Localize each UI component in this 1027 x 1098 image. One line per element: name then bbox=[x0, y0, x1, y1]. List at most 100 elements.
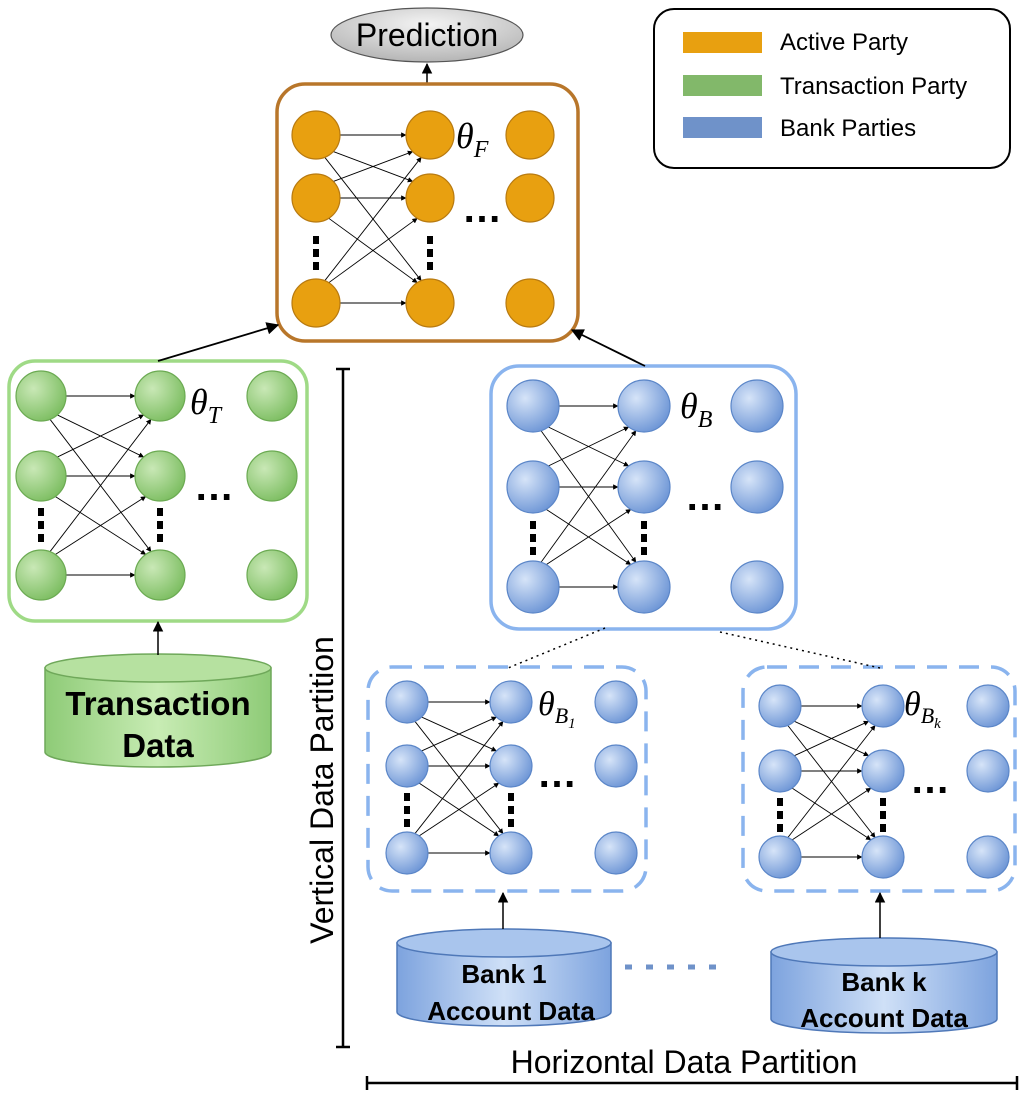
ellipsis-final: … bbox=[462, 187, 502, 231]
neuron-node bbox=[385, 831, 429, 875]
neuron-node bbox=[489, 744, 533, 788]
vertical-ellipsis-dot bbox=[427, 249, 433, 257]
ellipsis-transaction: … bbox=[194, 465, 234, 509]
theta-symbol: θ bbox=[680, 386, 698, 426]
neuron-node bbox=[730, 379, 784, 433]
prediction-label: Prediction bbox=[356, 17, 498, 53]
neuron-node bbox=[405, 173, 455, 223]
connection-edge bbox=[418, 782, 500, 837]
bankk-network bbox=[758, 684, 1010, 879]
theta-subsubscript: k bbox=[934, 716, 941, 732]
theta-symbol: θ bbox=[456, 116, 474, 156]
connection-edge bbox=[548, 426, 630, 467]
transaction-db-line1: Transaction bbox=[65, 685, 250, 722]
neuron-node bbox=[489, 831, 533, 875]
connection-edge bbox=[414, 721, 504, 834]
transaction-network bbox=[15, 370, 298, 601]
connection-edge bbox=[787, 725, 876, 838]
bank1-db-line2: Account Data bbox=[427, 996, 595, 1026]
neuron-node bbox=[246, 450, 298, 502]
legend-label-bank: Bank Parties bbox=[780, 115, 916, 142]
legend-label-active: Active Party bbox=[780, 29, 908, 56]
connection-edge bbox=[545, 509, 632, 565]
dotted-link-bank-to-bank1 bbox=[507, 627, 606, 669]
ellipsis-bankk: … bbox=[910, 758, 950, 802]
neuron-node bbox=[506, 560, 560, 614]
neuron-node bbox=[489, 680, 533, 724]
vertical-ellipsis-dot bbox=[427, 236, 433, 244]
vertical-ellipsis-dot bbox=[404, 806, 410, 814]
neuron-node bbox=[861, 835, 905, 879]
neuron-node bbox=[617, 560, 671, 614]
neuron-node bbox=[505, 173, 555, 223]
connection-edge bbox=[49, 418, 152, 552]
vertical-ellipsis-dot bbox=[508, 806, 514, 814]
neuron-node bbox=[617, 460, 671, 514]
theta-symbol: θ bbox=[538, 686, 555, 723]
dotted-link-bank-to-bankk bbox=[719, 631, 881, 669]
arrow-transaction-to-final bbox=[157, 322, 280, 362]
theta-bk-label: θBk bbox=[904, 686, 941, 732]
svg-text:θB: θB bbox=[680, 386, 713, 433]
vertical-ellipsis-dot bbox=[530, 547, 536, 555]
neuron-node bbox=[966, 835, 1010, 879]
theta-f-label: θF bbox=[456, 116, 489, 163]
vertical-ellipsis-dot bbox=[880, 798, 886, 806]
theta-symbol: θ bbox=[904, 686, 921, 723]
neuron-node bbox=[385, 744, 429, 788]
neuron-node bbox=[758, 749, 802, 793]
vertical-ellipsis-dot bbox=[880, 811, 886, 819]
ellipsis-bank1: … bbox=[537, 752, 577, 796]
connection-edge bbox=[55, 496, 147, 555]
neuron-node bbox=[505, 110, 555, 160]
bank1-network bbox=[385, 680, 638, 875]
neuron-node bbox=[246, 549, 298, 601]
neuron-node bbox=[134, 549, 186, 601]
neuron-node bbox=[291, 173, 341, 223]
neuron-node bbox=[594, 744, 638, 788]
bankk-db-line2: Account Data bbox=[800, 1003, 968, 1033]
vertical-ellipsis-dot bbox=[157, 534, 163, 542]
connection-edge bbox=[794, 720, 870, 757]
vertical-ellipsis-dot bbox=[157, 508, 163, 516]
horizontal-partition-label: Horizontal Data Partition bbox=[511, 1044, 858, 1080]
vertical-partition-label: Vertical Data Partition bbox=[304, 636, 340, 944]
neuron-node bbox=[291, 278, 341, 328]
neuron-node bbox=[617, 379, 671, 433]
neuron-node bbox=[594, 831, 638, 875]
neuron-node bbox=[730, 460, 784, 514]
vertical-ellipsis-dot bbox=[404, 819, 410, 827]
vertical-ellipsis-dot bbox=[641, 534, 647, 542]
neuron-node bbox=[730, 560, 784, 614]
neuron-node bbox=[246, 370, 298, 422]
theta-t-label: θT bbox=[190, 382, 223, 429]
vertical-ellipsis-dot bbox=[530, 534, 536, 542]
svg-text:θB1: θB1 bbox=[538, 686, 576, 732]
theta-b1-label: θB1 bbox=[538, 686, 576, 732]
vertical-ellipsis-dot bbox=[313, 262, 319, 270]
neuron-node bbox=[134, 370, 186, 422]
legend-swatch-active bbox=[683, 32, 762, 53]
neuron-node bbox=[594, 680, 638, 724]
vertical-ellipsis-dot bbox=[427, 262, 433, 270]
legend: Active Party Transaction Party Bank Part… bbox=[653, 8, 1011, 169]
neuron-node bbox=[15, 450, 67, 502]
neuron-node bbox=[861, 749, 905, 793]
transaction-db-line2: Data bbox=[122, 727, 194, 764]
bankk-database: Bank k Account Data bbox=[770, 937, 998, 1034]
theta-subscript: B bbox=[698, 407, 713, 433]
final-network bbox=[291, 110, 555, 328]
theta-b-label: θB bbox=[680, 386, 713, 433]
prediction-node: Prediction bbox=[330, 7, 524, 63]
vertical-ellipsis-dot bbox=[313, 236, 319, 244]
connection-edge bbox=[324, 156, 422, 281]
connection-edge bbox=[328, 217, 418, 284]
bankk-db-line1: Bank k bbox=[841, 967, 927, 997]
vertical-ellipsis-dot bbox=[38, 534, 44, 542]
ellipsis-bank: … bbox=[685, 475, 725, 519]
legend-swatch-transaction bbox=[683, 75, 762, 96]
vertical-ellipsis-dot bbox=[508, 819, 514, 827]
neuron-node bbox=[15, 549, 67, 601]
theta-subscript: F bbox=[473, 137, 489, 163]
neuron-node bbox=[134, 450, 186, 502]
